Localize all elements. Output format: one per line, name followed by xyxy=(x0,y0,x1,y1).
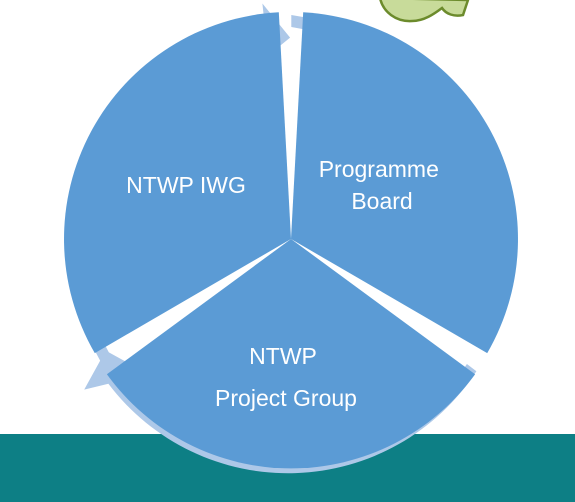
segment-label-iwg: NTWP IWG xyxy=(126,172,246,198)
segment-programme-board xyxy=(291,12,518,354)
segment-label-programme-board: Programme Board xyxy=(319,156,446,214)
pie xyxy=(64,12,518,469)
logo-icon xyxy=(379,0,470,23)
segment-ntwp-iwg xyxy=(64,12,291,354)
segment-label-project-group: NTWP Project Group xyxy=(215,343,357,411)
segment-project-group xyxy=(106,239,476,469)
